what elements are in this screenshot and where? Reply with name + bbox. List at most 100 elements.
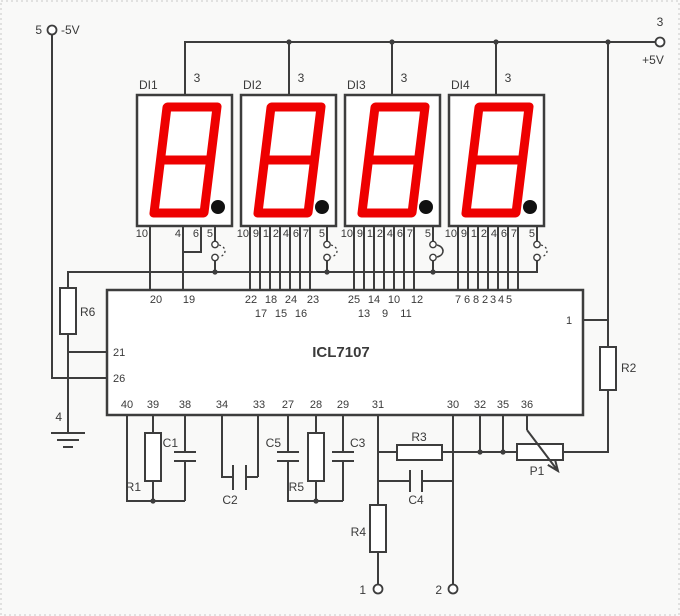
ic-pin-label: 19	[183, 294, 195, 306]
pin-number-label: 5	[207, 228, 213, 240]
pin-number-label: 6	[193, 228, 199, 240]
pin-number-label: 5	[319, 228, 325, 240]
ic-pin-label: 28	[310, 399, 322, 411]
resistor-r6: R6	[59, 287, 96, 335]
ic-pin-label: 15	[275, 308, 287, 320]
pin-number-label: 4	[283, 228, 289, 240]
ic-name-label: ICL7107	[312, 344, 370, 361]
display-name-label: DI4	[451, 78, 470, 92]
ic-pin-label: 29	[337, 399, 349, 411]
wire-dp-bus	[67, 261, 538, 288]
terminal-input-2: 2	[435, 583, 459, 597]
ic-pin-label: 6	[464, 294, 470, 306]
terminal-circle	[372, 583, 384, 595]
ic-body	[105, 288, 585, 417]
terminal-negative-supply: 5 -5V	[35, 23, 79, 37]
component-label-r4: R4	[351, 525, 367, 539]
pin-number-label: 1	[263, 228, 269, 240]
seven-segment-digit	[253, 102, 326, 218]
component-label-c1: C1	[163, 436, 179, 450]
ic-pin-label: 22	[245, 294, 257, 306]
ic-pin-label: 10	[388, 294, 400, 306]
dp-jumper-pad	[429, 253, 437, 262]
wire-c5-r5-c3-group	[277, 415, 354, 502]
wire-di4-pins	[457, 226, 538, 290]
pin-number-label: 9	[461, 228, 467, 240]
dp-jumper-pad	[211, 253, 219, 262]
wire-c2-group	[221, 415, 259, 490]
resistor-r4: R4	[351, 504, 387, 553]
pin-number-label: 2	[377, 228, 383, 240]
terminal-number: 3	[657, 15, 664, 29]
pin-number-label: 4	[387, 228, 393, 240]
wire-r1-c1-group	[126, 415, 196, 502]
wire-positive-rail	[184, 41, 656, 347]
ic-pin-label: 18	[265, 294, 277, 306]
ic-pin-label: 23	[307, 294, 319, 306]
ic-pin-label: 9	[382, 308, 388, 320]
pin-number-label: 10	[445, 228, 457, 240]
display-top-pin-label: 3	[401, 71, 408, 85]
ic-pin-label: 11	[400, 308, 411, 320]
ic-pin-label: 1	[566, 315, 572, 327]
ic-pin-label: 14	[368, 294, 380, 306]
pin-number-label: 7	[407, 228, 413, 240]
wire-di1-pins	[149, 226, 216, 290]
capacitor-c2: C2	[222, 493, 238, 507]
component-label-c3: C3	[350, 436, 366, 450]
resistor-body	[369, 504, 387, 553]
dp-jumper-pad	[323, 240, 331, 249]
ic-pin-label: 33	[253, 399, 265, 411]
wire-input-network	[377, 415, 528, 585]
dp-jumper-pad	[429, 240, 437, 249]
display-top-pin-label: 3	[505, 71, 512, 85]
display-name-label: DI1	[139, 78, 158, 92]
ic-pin-label: 7	[455, 294, 461, 306]
ic-pin-label: 35	[497, 399, 509, 411]
display-di1: DI1 3 10 4 6 5	[135, 71, 234, 262]
display-name-label: DI3	[347, 78, 366, 92]
terminal-positive-supply: 3 +5V	[642, 15, 666, 67]
ic-pin-label: 25	[348, 294, 360, 306]
dp-jumper-open-arc	[218, 244, 226, 258]
ic-pin-label: 2	[482, 294, 488, 306]
decimal-point-dot	[419, 200, 433, 214]
wires	[51, 34, 656, 585]
ic-pin-label: 27	[282, 399, 294, 411]
ic-pin-label: 24	[285, 294, 297, 306]
capacitor-c1: C1	[163, 436, 179, 450]
display-name-label: DI2	[243, 78, 262, 92]
display-di3: DI3 3 10 9 1 2 4 6 7 5	[341, 71, 444, 262]
pin-number-label: 5	[529, 228, 535, 240]
ic-icl7107: ICL7107 20 19 22 18 24 23 25 14 10 12 7 …	[105, 288, 585, 417]
seven-segment-digit	[149, 102, 222, 218]
ic-pin-label: 30	[447, 399, 459, 411]
pin-number-label: 4	[175, 228, 181, 240]
decimal-point-dot	[211, 200, 225, 214]
voltage-label: -5V	[61, 23, 80, 37]
ic-pin-label: 5	[506, 294, 512, 306]
ic-pin-label: 26	[113, 373, 125, 385]
component-label-c2: C2	[222, 493, 238, 507]
dp-jumper-pad	[533, 253, 541, 262]
potentiometer-body	[516, 443, 564, 461]
ic-pin-label: 3	[490, 294, 496, 306]
ic-pin-label: 20	[150, 294, 162, 306]
pin-number-label: 2	[273, 228, 279, 240]
pin-number-label: 6	[293, 228, 299, 240]
capacitor-c5: C5	[266, 436, 282, 450]
pin-number-label: 6	[397, 228, 403, 240]
component-label-r2: R2	[621, 361, 637, 375]
pin-number-label: 6	[501, 228, 507, 240]
voltage-label: +5V	[642, 53, 664, 67]
resistor-r5: R5	[289, 432, 325, 494]
ground-number: 4	[55, 410, 62, 424]
display-di4: DI4 3 10 9 1 2 4 6 7 5	[445, 71, 548, 262]
capacitor-c4: C4	[408, 493, 424, 507]
decimal-point-dot	[315, 200, 329, 214]
terminal-circle	[654, 36, 666, 48]
component-label-r3: R3	[411, 430, 427, 444]
wire-pin1-r2	[563, 319, 609, 453]
pin-number-label: 10	[341, 228, 353, 240]
wire-negative-supply	[51, 34, 107, 379]
